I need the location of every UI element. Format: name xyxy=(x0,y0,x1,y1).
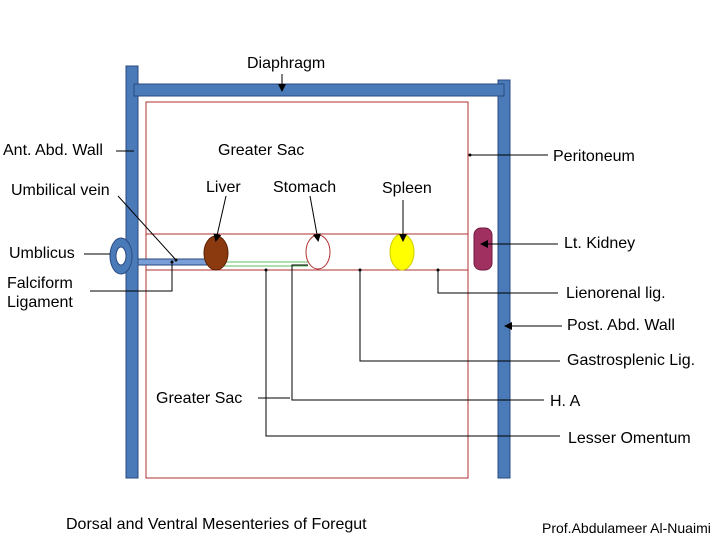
label-lienorenal-lig: Lienorenal lig. xyxy=(566,285,666,302)
umbilical-vein-bar xyxy=(137,258,211,266)
label-gastrosplenic-lig: Gastrosplenic Lig. xyxy=(567,352,696,369)
label-post-abd-wall: Post. Abd. Wall xyxy=(567,317,675,334)
diaphragm-bar xyxy=(133,83,505,97)
label-liver: Liver xyxy=(206,179,241,196)
label-falciform: Falciform xyxy=(7,275,73,292)
anterior-abdominal-wall xyxy=(125,65,139,479)
label-greater-sac-bottom: Greater Sac xyxy=(156,390,243,407)
kidney-shape xyxy=(473,227,493,271)
label-umbilical-vein: Umbilical vein xyxy=(11,182,110,199)
label-stomach: Stomach xyxy=(273,179,337,196)
label-h-a: H. A xyxy=(550,393,581,410)
footer-author: Prof.Abdulameer Al-Nuaimi xyxy=(542,520,711,536)
umbilicus-hole xyxy=(115,246,127,266)
peritoneum-outline xyxy=(145,101,469,479)
label-diaphragm: Diaphragm xyxy=(247,55,326,72)
label-ant-abd-wall: Ant. Abd. Wall xyxy=(3,142,103,159)
label-umblicus: Umblicus xyxy=(9,245,75,262)
posterior-abdominal-wall xyxy=(497,79,511,479)
spleen-shape xyxy=(389,233,415,271)
label-ligament: Ligament xyxy=(7,294,73,311)
label-peritoneum: Peritoneum xyxy=(553,148,635,165)
liver-shape xyxy=(203,235,229,271)
stomach-shape xyxy=(305,234,331,270)
label-spleen: Spleen xyxy=(382,180,432,197)
label-greater-sac-top: Greater Sac xyxy=(218,142,305,159)
label-lesser-omentum: Lesser Omentum xyxy=(568,430,691,447)
label-lt-kidney: Lt. Kidney xyxy=(564,235,636,252)
footer-title: Dorsal and Ventral Mesenteries of Foregu… xyxy=(66,516,367,533)
